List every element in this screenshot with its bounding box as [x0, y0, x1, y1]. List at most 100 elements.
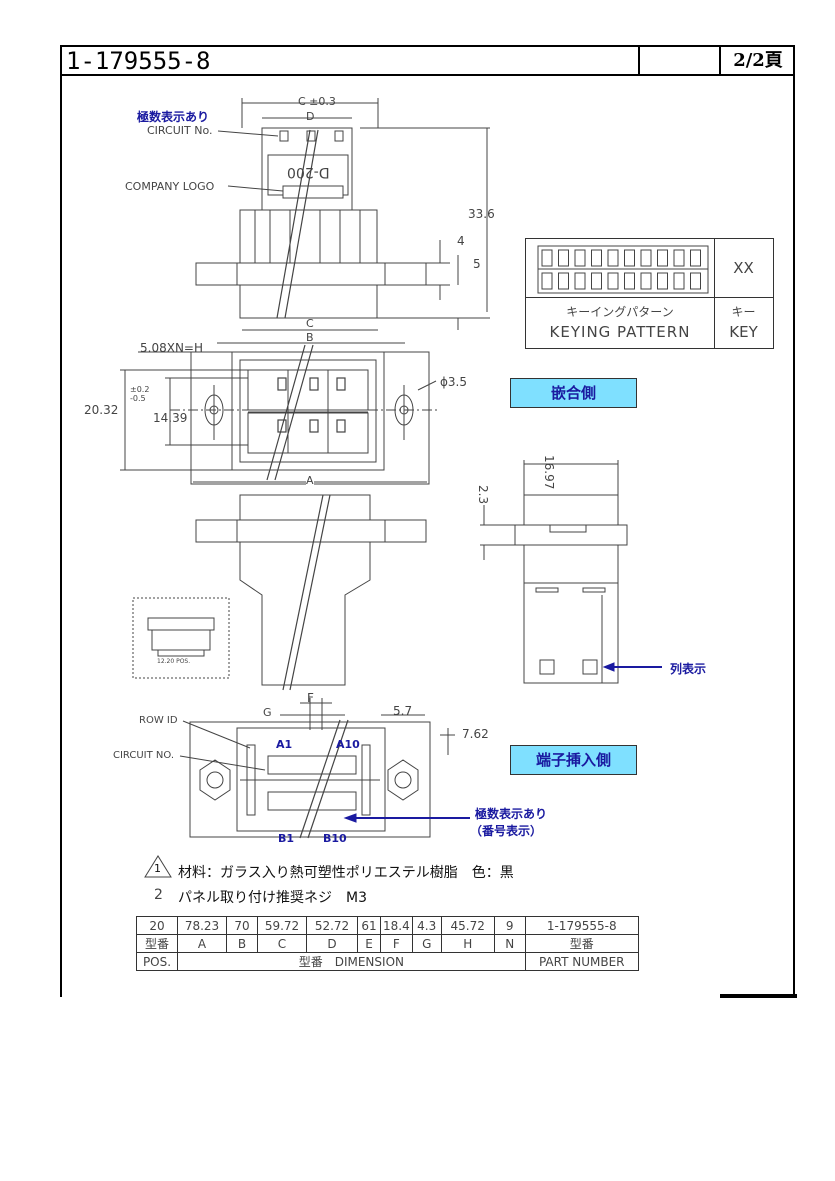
row-id-callout: ROW ID	[139, 715, 178, 726]
table-divider	[714, 239, 715, 348]
company-logo-callout: COMPANY LOGO	[125, 180, 215, 193]
circuit-b1-label: B1	[278, 832, 295, 845]
dim-f: F	[307, 691, 314, 705]
dim-a: A	[306, 474, 314, 487]
table-cell: 1-179555-8	[524, 916, 639, 935]
table-cell: 18.4	[380, 916, 413, 935]
frame-bottom-mark	[720, 994, 797, 998]
keying-pattern-table: XX キーイングパターン KEYING PATTERN キー KEY	[525, 238, 774, 349]
dim-20-32: 20.32	[84, 403, 119, 417]
polarity-display-callout: 極数表示あり	[137, 110, 210, 124]
table-row: 型番 A B C D E F G H N 型番	[136, 934, 639, 953]
table-cell: 4.3	[411, 916, 442, 935]
top-side-view	[195, 98, 490, 330]
keying-pin-cell	[640, 272, 652, 290]
dim-14-39: 14.39	[153, 411, 188, 425]
circuit-no-bottom-callout: CIRCUIT NO.	[113, 750, 175, 761]
note2-number: 2	[154, 887, 163, 903]
key-label-jp: キー	[731, 305, 756, 319]
note1-number: 1	[154, 862, 161, 875]
dim-phi: ϕ3.5	[440, 375, 467, 389]
table-row: POS. 型番 DIMENSION PART NUMBER	[136, 952, 639, 971]
table-cell: A	[177, 934, 227, 953]
note2-text: パネル取り付け推奨ネジ M3	[178, 890, 367, 906]
table-cell: C	[257, 934, 307, 953]
circuit-b10-label: B10	[323, 832, 347, 845]
table-cell: 45.72	[440, 916, 495, 935]
table-cell: B	[226, 934, 258, 953]
keying-pin-cell	[607, 272, 619, 290]
keying-pin-cell	[690, 249, 701, 267]
keying-pin-cell	[673, 272, 685, 290]
keying-pin-cell	[541, 249, 553, 267]
table-cell: PART NUMBER	[524, 952, 639, 971]
table-cell: 70	[226, 916, 258, 935]
dim-g: G	[263, 706, 272, 719]
table-cell: 20	[136, 916, 178, 935]
arrow-head	[602, 662, 615, 672]
keying-pin-cell	[607, 249, 619, 267]
keying-pin-cell	[690, 272, 701, 290]
table-cell: H	[440, 934, 495, 953]
mating-face-view	[120, 329, 440, 485]
table-cell: 型番	[136, 934, 178, 953]
dim-c-top: C ±0.3	[298, 95, 336, 108]
table-cell: 型番 DIMENSION	[177, 952, 526, 971]
table-divider	[526, 297, 773, 298]
dim-33-6: 33.6	[468, 207, 495, 221]
keying-label-en: KEYING PATTERN	[549, 323, 691, 341]
keying-pin-cell	[624, 272, 635, 290]
keying-pin-cell	[574, 272, 586, 290]
pos-label: 12.20 POS.	[157, 658, 191, 665]
keying-pin-cell	[624, 249, 635, 267]
table-cell: 78.23	[177, 916, 227, 935]
keying-pin-cell	[657, 249, 668, 267]
table-cell: 型番	[524, 934, 639, 953]
dim-5: 5	[473, 257, 481, 271]
number-display-callout: （番号表示）	[470, 824, 543, 838]
table-cell: D	[306, 934, 358, 953]
dim-2-3: 2.3	[476, 485, 490, 505]
dim-7-62: 7.62	[462, 727, 489, 741]
table-cell: 9	[493, 916, 526, 935]
circuit-a10-label: A10	[336, 738, 360, 751]
terminal-insertion-view	[179, 698, 455, 839]
dim-tolerance: ±0.2 -0.5	[130, 385, 150, 403]
row-display-callout: 列表示	[670, 662, 707, 676]
keying-pin-cell	[673, 249, 685, 267]
keying-pin-cell	[657, 272, 668, 290]
key-value: XX	[733, 259, 754, 277]
dimension-table: 20 78.23 70 59.72 52.72 61 18.4 4.3 45.7…	[136, 916, 639, 971]
arrow-head	[343, 813, 357, 823]
dim-pitch: 5.08XN=H	[140, 341, 203, 355]
table-cell: N	[493, 934, 526, 953]
table-cell: 59.72	[257, 916, 307, 935]
bottom-side-view	[132, 494, 427, 691]
table-cell: G	[411, 934, 442, 953]
polarity-display-bottom-callout: 極数表示あり	[475, 807, 548, 821]
keying-pattern-graphic	[537, 245, 709, 294]
keying-pin-cell	[541, 272, 553, 290]
keying-pin-cell	[574, 249, 586, 267]
keying-pin-cell	[558, 272, 569, 290]
dim-b: B	[306, 331, 314, 344]
keying-pin-cell	[591, 272, 602, 290]
mating-side-label: 嵌合側	[510, 378, 637, 408]
keying-pin-cell	[558, 249, 569, 267]
logo-text: D-200	[287, 164, 330, 180]
part-number-title: 1-179555-8	[66, 47, 211, 75]
page-number: 2/2頁	[733, 50, 783, 71]
note1-text: 材料：ガラス入り熱可塑性ポリエステル樹脂 色：黒	[178, 865, 514, 881]
dim-c-mid: C	[306, 317, 314, 330]
title-divider	[719, 45, 721, 76]
dim-16-97: 16.97	[542, 455, 556, 490]
title-bar	[60, 45, 795, 76]
dim-4: 4	[457, 234, 465, 248]
keying-pin-cell	[591, 249, 602, 267]
table-cell: 61	[357, 916, 381, 935]
keying-pin-cell	[640, 249, 652, 267]
table-cell: 52.72	[306, 916, 358, 935]
dim-5-7: 5.7	[393, 704, 413, 718]
note-triangle-icon	[144, 855, 172, 878]
